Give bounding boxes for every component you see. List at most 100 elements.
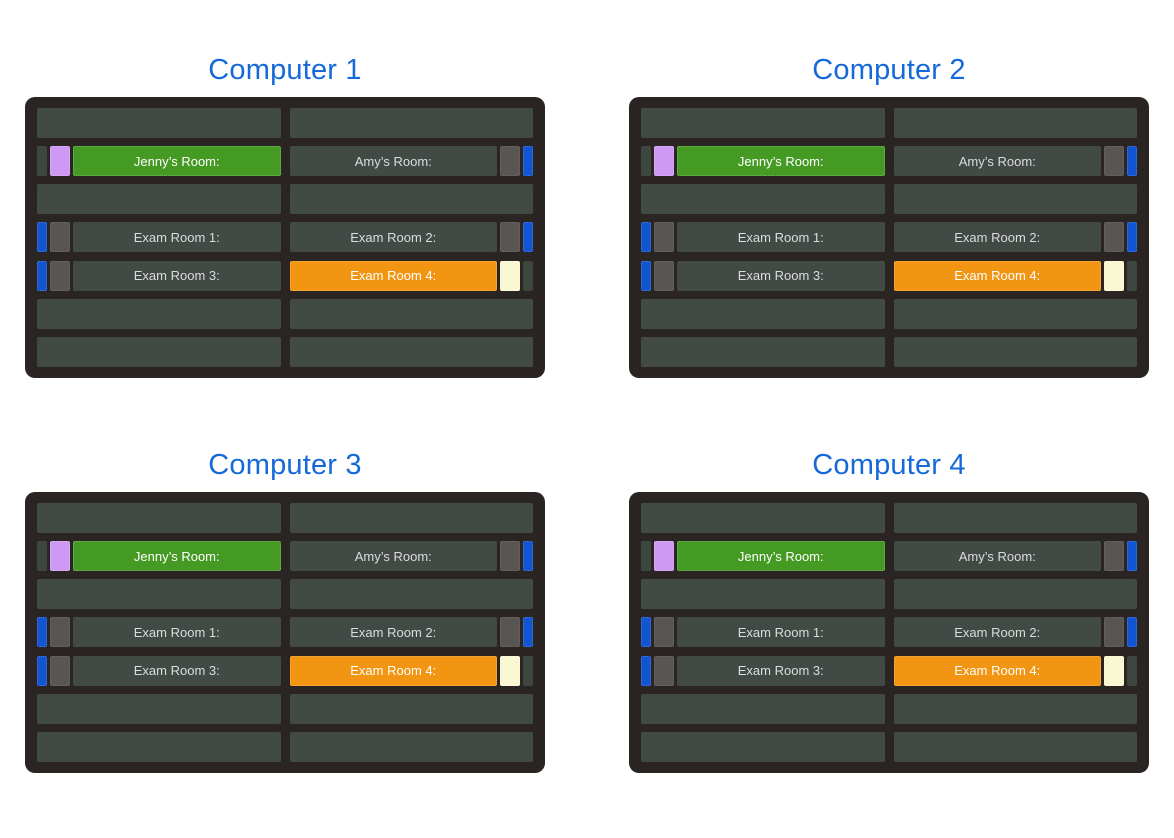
empty-slot-bar: [893, 731, 1137, 762]
indicator-light-on[interactable]: [1127, 146, 1137, 177]
status-panel: Jenny’s Room:Amy’s Room:Exam Room 1:Exam…: [25, 97, 545, 378]
gray-status-light[interactable]: [654, 655, 674, 686]
indicator-light-off[interactable]: [523, 655, 533, 686]
cream-status-light[interactable]: [500, 260, 520, 291]
room-bar-jenny-s-room[interactable]: Jenny’s Room:: [73, 146, 281, 177]
gray-status-light[interactable]: [50, 617, 70, 648]
room-bar-amy-s-room[interactable]: Amy’s Room:: [893, 541, 1101, 572]
room-bar-exam-room-4[interactable]: Exam Room 4:: [289, 260, 497, 291]
indicator-light-on[interactable]: [37, 260, 47, 291]
empty-row: [37, 731, 533, 762]
indicator-light-on[interactable]: [1127, 222, 1137, 253]
indicator-light-on[interactable]: [641, 260, 651, 291]
indicator-light-on[interactable]: [641, 222, 651, 253]
room-bar-jenny-s-room[interactable]: Jenny’s Room:: [677, 146, 885, 177]
indicator-light-on[interactable]: [523, 617, 533, 648]
room-bar-exam-room-3[interactable]: Exam Room 3:: [73, 260, 281, 291]
room-bar-amy-s-room[interactable]: Amy’s Room:: [289, 146, 497, 177]
gray-status-light[interactable]: [500, 541, 520, 572]
indicator-light-off[interactable]: [37, 146, 47, 177]
empty-slot-bar: [893, 503, 1137, 533]
indicator-light-on[interactable]: [37, 655, 47, 686]
empty-slot-bar: [37, 731, 281, 762]
row-left-half: [641, 108, 885, 138]
row-left-half: [641, 503, 885, 533]
empty-row: [37, 503, 533, 533]
indicator-light-on[interactable]: [523, 222, 533, 253]
row-left-half: Jenny’s Room:: [37, 541, 281, 572]
purple-status-light[interactable]: [654, 541, 674, 572]
gray-status-light[interactable]: [654, 617, 674, 648]
room-bar-exam-room-3[interactable]: Exam Room 3:: [73, 655, 281, 686]
indicator-light-on[interactable]: [1127, 541, 1137, 572]
row-left-half: [37, 693, 281, 724]
indicator-light-off[interactable]: [523, 260, 533, 291]
indicator-light-on[interactable]: [37, 617, 47, 648]
empty-slot-bar: [893, 693, 1137, 724]
empty-slot-bar: [289, 108, 533, 138]
indicator-light-off[interactable]: [1127, 655, 1137, 686]
row-right-half: Exam Room 4:: [893, 655, 1137, 686]
row-right-half: [893, 503, 1137, 533]
room-bar-exam-room-1[interactable]: Exam Room 1:: [73, 617, 281, 648]
room-bar-exam-room-4[interactable]: Exam Room 4:: [893, 655, 1101, 686]
gray-status-light[interactable]: [50, 222, 70, 253]
room-bar-amy-s-room[interactable]: Amy’s Room:: [893, 146, 1101, 177]
room-bar-amy-s-room[interactable]: Amy’s Room:: [289, 541, 497, 572]
cream-status-light[interactable]: [500, 655, 520, 686]
row-left-half: Exam Room 1:: [641, 617, 885, 648]
empty-row: [641, 298, 1137, 329]
room-bar-exam-room-3[interactable]: Exam Room 3:: [677, 655, 885, 686]
room-bar-exam-room-3[interactable]: Exam Room 3:: [677, 260, 885, 291]
room-bar-exam-room-1[interactable]: Exam Room 1:: [677, 222, 885, 253]
gray-status-light[interactable]: [500, 146, 520, 177]
room-bar-exam-room-1[interactable]: Exam Room 1:: [73, 222, 281, 253]
empty-slot-bar: [893, 336, 1137, 367]
indicator-light-on[interactable]: [641, 617, 651, 648]
indicator-light-off[interactable]: [1127, 260, 1137, 291]
purple-status-light[interactable]: [50, 146, 70, 177]
room-bar-jenny-s-room[interactable]: Jenny’s Room:: [73, 541, 281, 572]
row-left-half: [37, 731, 281, 762]
purple-status-light[interactable]: [654, 146, 674, 177]
gray-status-light[interactable]: [654, 260, 674, 291]
room-bar-exam-room-4[interactable]: Exam Room 4:: [289, 655, 497, 686]
gray-status-light[interactable]: [1104, 541, 1124, 572]
indicator-light-off[interactable]: [641, 146, 651, 177]
gray-status-light[interactable]: [1104, 222, 1124, 253]
gray-status-light[interactable]: [50, 655, 70, 686]
row-right-half: [893, 336, 1137, 367]
computer-title: Computer 1: [208, 54, 362, 86]
indicator-light-on[interactable]: [37, 222, 47, 253]
room-bar-exam-room-2[interactable]: Exam Room 2:: [893, 222, 1101, 253]
gray-status-light[interactable]: [654, 222, 674, 253]
indicator-light-on[interactable]: [523, 146, 533, 177]
indicator-light-on[interactable]: [523, 541, 533, 572]
gray-status-light[interactable]: [1104, 146, 1124, 177]
room-bar-exam-room-1[interactable]: Exam Room 1:: [677, 617, 885, 648]
gray-status-light[interactable]: [500, 617, 520, 648]
status-row: Jenny’s Room: Amy’s Room:: [37, 146, 533, 177]
status-row: Exam Room 3: Exam Room 4:: [641, 655, 1137, 686]
status-row: Exam Room 1: Exam Room 2:: [37, 222, 533, 253]
indicator-light-off[interactable]: [37, 541, 47, 572]
row-left-half: Exam Room 3:: [641, 655, 885, 686]
room-bar-exam-room-2[interactable]: Exam Room 2:: [893, 617, 1101, 648]
room-bar-jenny-s-room[interactable]: Jenny’s Room:: [677, 541, 885, 572]
empty-slot-bar: [37, 298, 281, 329]
cream-status-light[interactable]: [1104, 655, 1124, 686]
empty-slot-bar: [37, 579, 281, 610]
room-bar-exam-room-2[interactable]: Exam Room 2:: [289, 617, 497, 648]
row-right-half: [289, 108, 533, 138]
gray-status-light[interactable]: [500, 222, 520, 253]
gray-status-light[interactable]: [50, 260, 70, 291]
cream-status-light[interactable]: [1104, 260, 1124, 291]
indicator-light-on[interactable]: [641, 655, 651, 686]
indicator-light-on[interactable]: [1127, 617, 1137, 648]
room-bar-exam-room-2[interactable]: Exam Room 2:: [289, 222, 497, 253]
purple-status-light[interactable]: [50, 541, 70, 572]
empty-slot-bar: [893, 298, 1137, 329]
room-bar-exam-room-4[interactable]: Exam Room 4:: [893, 260, 1101, 291]
gray-status-light[interactable]: [1104, 617, 1124, 648]
indicator-light-off[interactable]: [641, 541, 651, 572]
